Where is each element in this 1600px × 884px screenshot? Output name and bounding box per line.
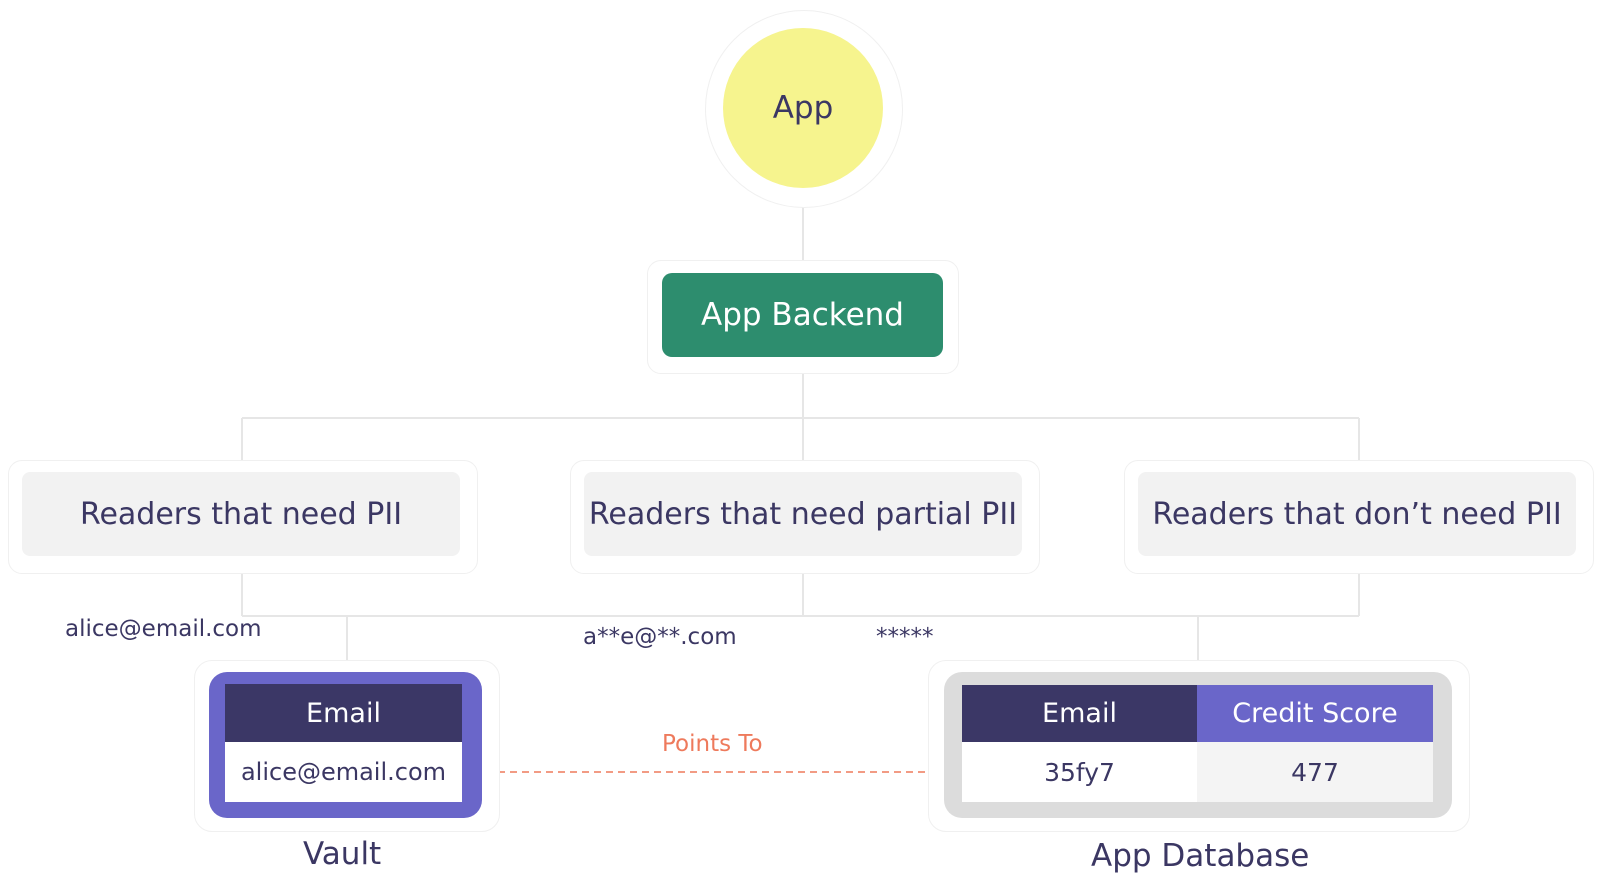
partial-pii-output: a**e@**.com [583,624,737,650]
reader-no-pii-label: Readers that don’t need PII [1152,496,1562,532]
redacted-pii-output: ***** [876,624,934,650]
app-backend-label: App Backend [701,297,904,333]
database-email-token: 35fy7 [962,742,1197,802]
database-credit-score-header: Credit Score [1197,685,1433,742]
reader-pii-label: Readers that need PII [79,496,403,532]
vault-email-header: Email [225,684,462,742]
vault-caption: Vault [303,836,382,872]
app-label: App [772,90,834,126]
reader-no-pii-node: Readers that don’t need PII [1138,472,1576,556]
app-backend-node: App Backend [662,273,943,357]
database-email-header: Email [962,685,1197,742]
reader-partial-pii-label: Readers that need partial PII [588,496,1018,532]
full-pii-output: alice@email.com [65,616,262,642]
database-credit-score-value: 477 [1197,742,1433,802]
points-to-label: Points To [662,731,763,757]
reader-partial-pii-node: Readers that need partial PII [584,472,1022,556]
reader-pii-node: Readers that need PII [22,472,460,556]
vault-email-value: alice@email.com [225,742,462,802]
database-caption: App Database [1091,838,1310,874]
app-node: App [723,28,883,188]
